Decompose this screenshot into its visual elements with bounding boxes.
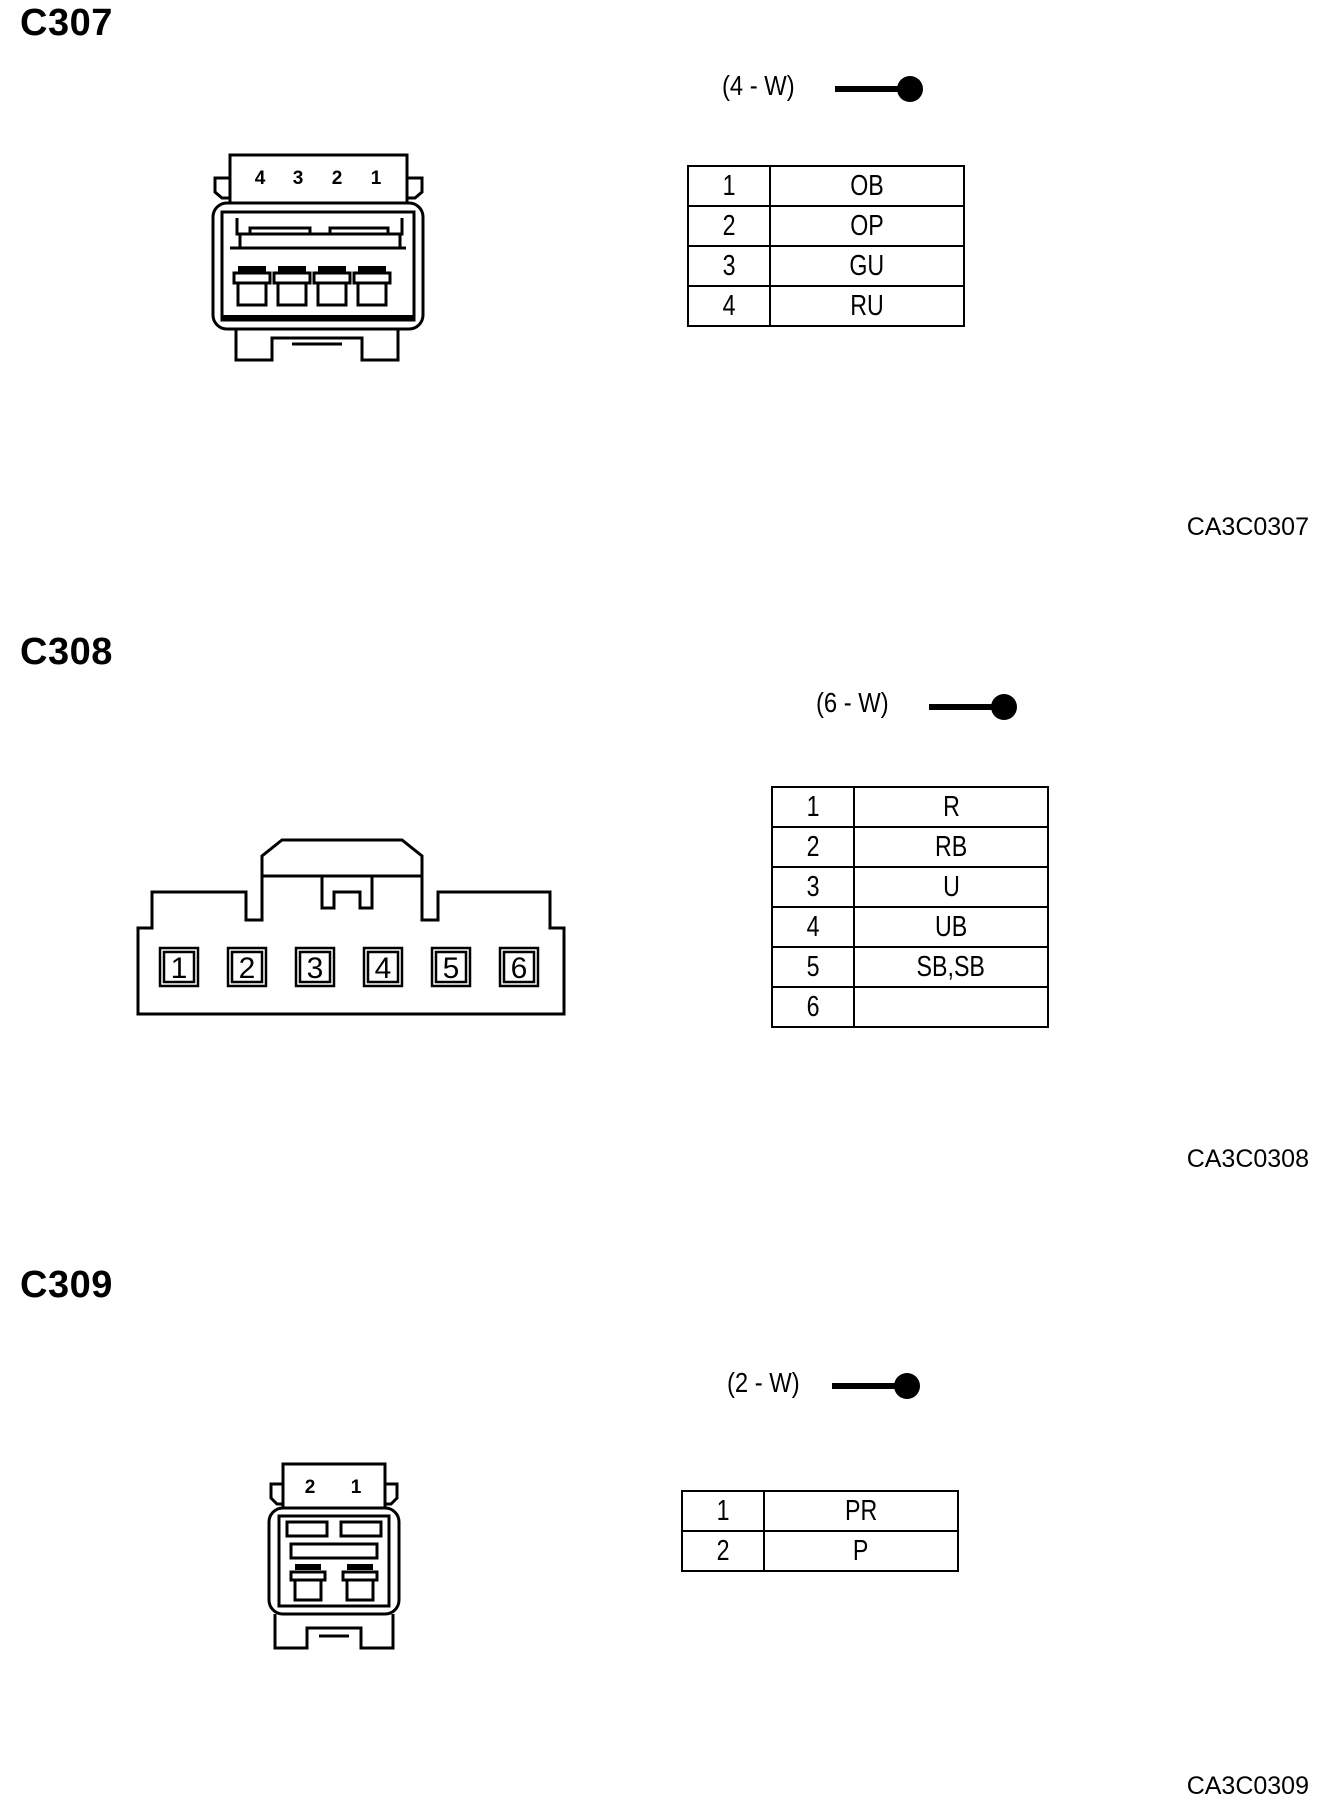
wire-color: UB (934, 910, 968, 943)
table-row: 4 UB (771, 906, 1049, 948)
wire-color: OP (850, 209, 884, 242)
wire-count-label: (6 - W) (816, 687, 889, 718)
table-row: 2 OP (687, 205, 965, 247)
connector-section-c307: C307 (4 - W) (0, 0, 1328, 600)
wire-color: SB,SB (916, 950, 986, 983)
pin-number-label: 6 (511, 952, 528, 985)
wire-count-label: (2 - W) (727, 1367, 800, 1398)
pin-number-label: 3 (307, 952, 324, 985)
pin-number-label: 2 (332, 168, 343, 189)
table-row: 4 RU (687, 285, 965, 327)
pin-number-label: 4 (375, 952, 392, 985)
wire-color: OB (850, 169, 884, 202)
pin-number: 2 (806, 830, 820, 863)
connector-face-c309: 2 1 (267, 1462, 401, 1650)
wire-color: RB (934, 830, 968, 863)
pin-number-label: 1 (351, 1477, 362, 1498)
connector-title: C307 (20, 2, 113, 44)
wire-lead-arrow-icon (832, 1371, 920, 1401)
pin-number: 1 (722, 169, 736, 202)
table-row: 1 OB (687, 165, 965, 207)
pin-number: 2 (716, 1534, 730, 1567)
drawing-id: CA3C0307 (1186, 513, 1309, 541)
pin-number-label: 2 (239, 952, 256, 985)
pin-number-label: 1 (371, 168, 382, 189)
table-row: 1 PR (681, 1490, 959, 1532)
connector-title: C308 (20, 631, 113, 673)
table-row: 6 (771, 986, 1049, 1028)
pin-number-label: 3 (293, 168, 304, 189)
table-row: 2 RB (771, 826, 1049, 868)
table-row: 3 GU (687, 245, 965, 287)
wire-color: RU (850, 289, 884, 322)
wire-color: U (942, 870, 960, 903)
wire-color: GU (849, 249, 885, 282)
connector-title: C309 (20, 1264, 113, 1306)
connector-face-c308: 1 2 3 4 5 6 (136, 838, 566, 1016)
pin-number: 4 (722, 289, 736, 322)
wire-color: R (942, 790, 960, 823)
pin-number: 4 (806, 910, 820, 943)
table-row: 5 SB,SB (771, 946, 1049, 988)
connector-face-c307: 4 3 2 1 (211, 153, 425, 362)
pin-number-label: 5 (443, 952, 460, 985)
pin-number: 1 (716, 1494, 730, 1527)
pin-number-label: 1 (171, 952, 188, 985)
pin-number: 6 (806, 990, 820, 1023)
pin-number-label: 4 (255, 168, 266, 189)
wire-color: PR (844, 1494, 878, 1527)
wire-count-label: (4 - W) (722, 70, 795, 101)
drawing-id: CA3C0308 (1186, 1145, 1309, 1173)
pin-color-table: 1 OB 2 OP 3 GU 4 RU (687, 165, 965, 327)
pin-number: 2 (722, 209, 736, 242)
pin-number: 3 (806, 870, 820, 903)
drawing-id: CA3C0309 (1186, 1772, 1309, 1800)
wire-lead-arrow-icon (835, 74, 923, 104)
pin-number: 1 (806, 790, 820, 823)
wire-color: P (853, 1534, 869, 1567)
wire-lead-arrow-icon (929, 692, 1017, 722)
pin-number: 3 (722, 249, 736, 282)
pin-number: 5 (806, 950, 820, 983)
pin-number-label: 2 (305, 1477, 316, 1498)
